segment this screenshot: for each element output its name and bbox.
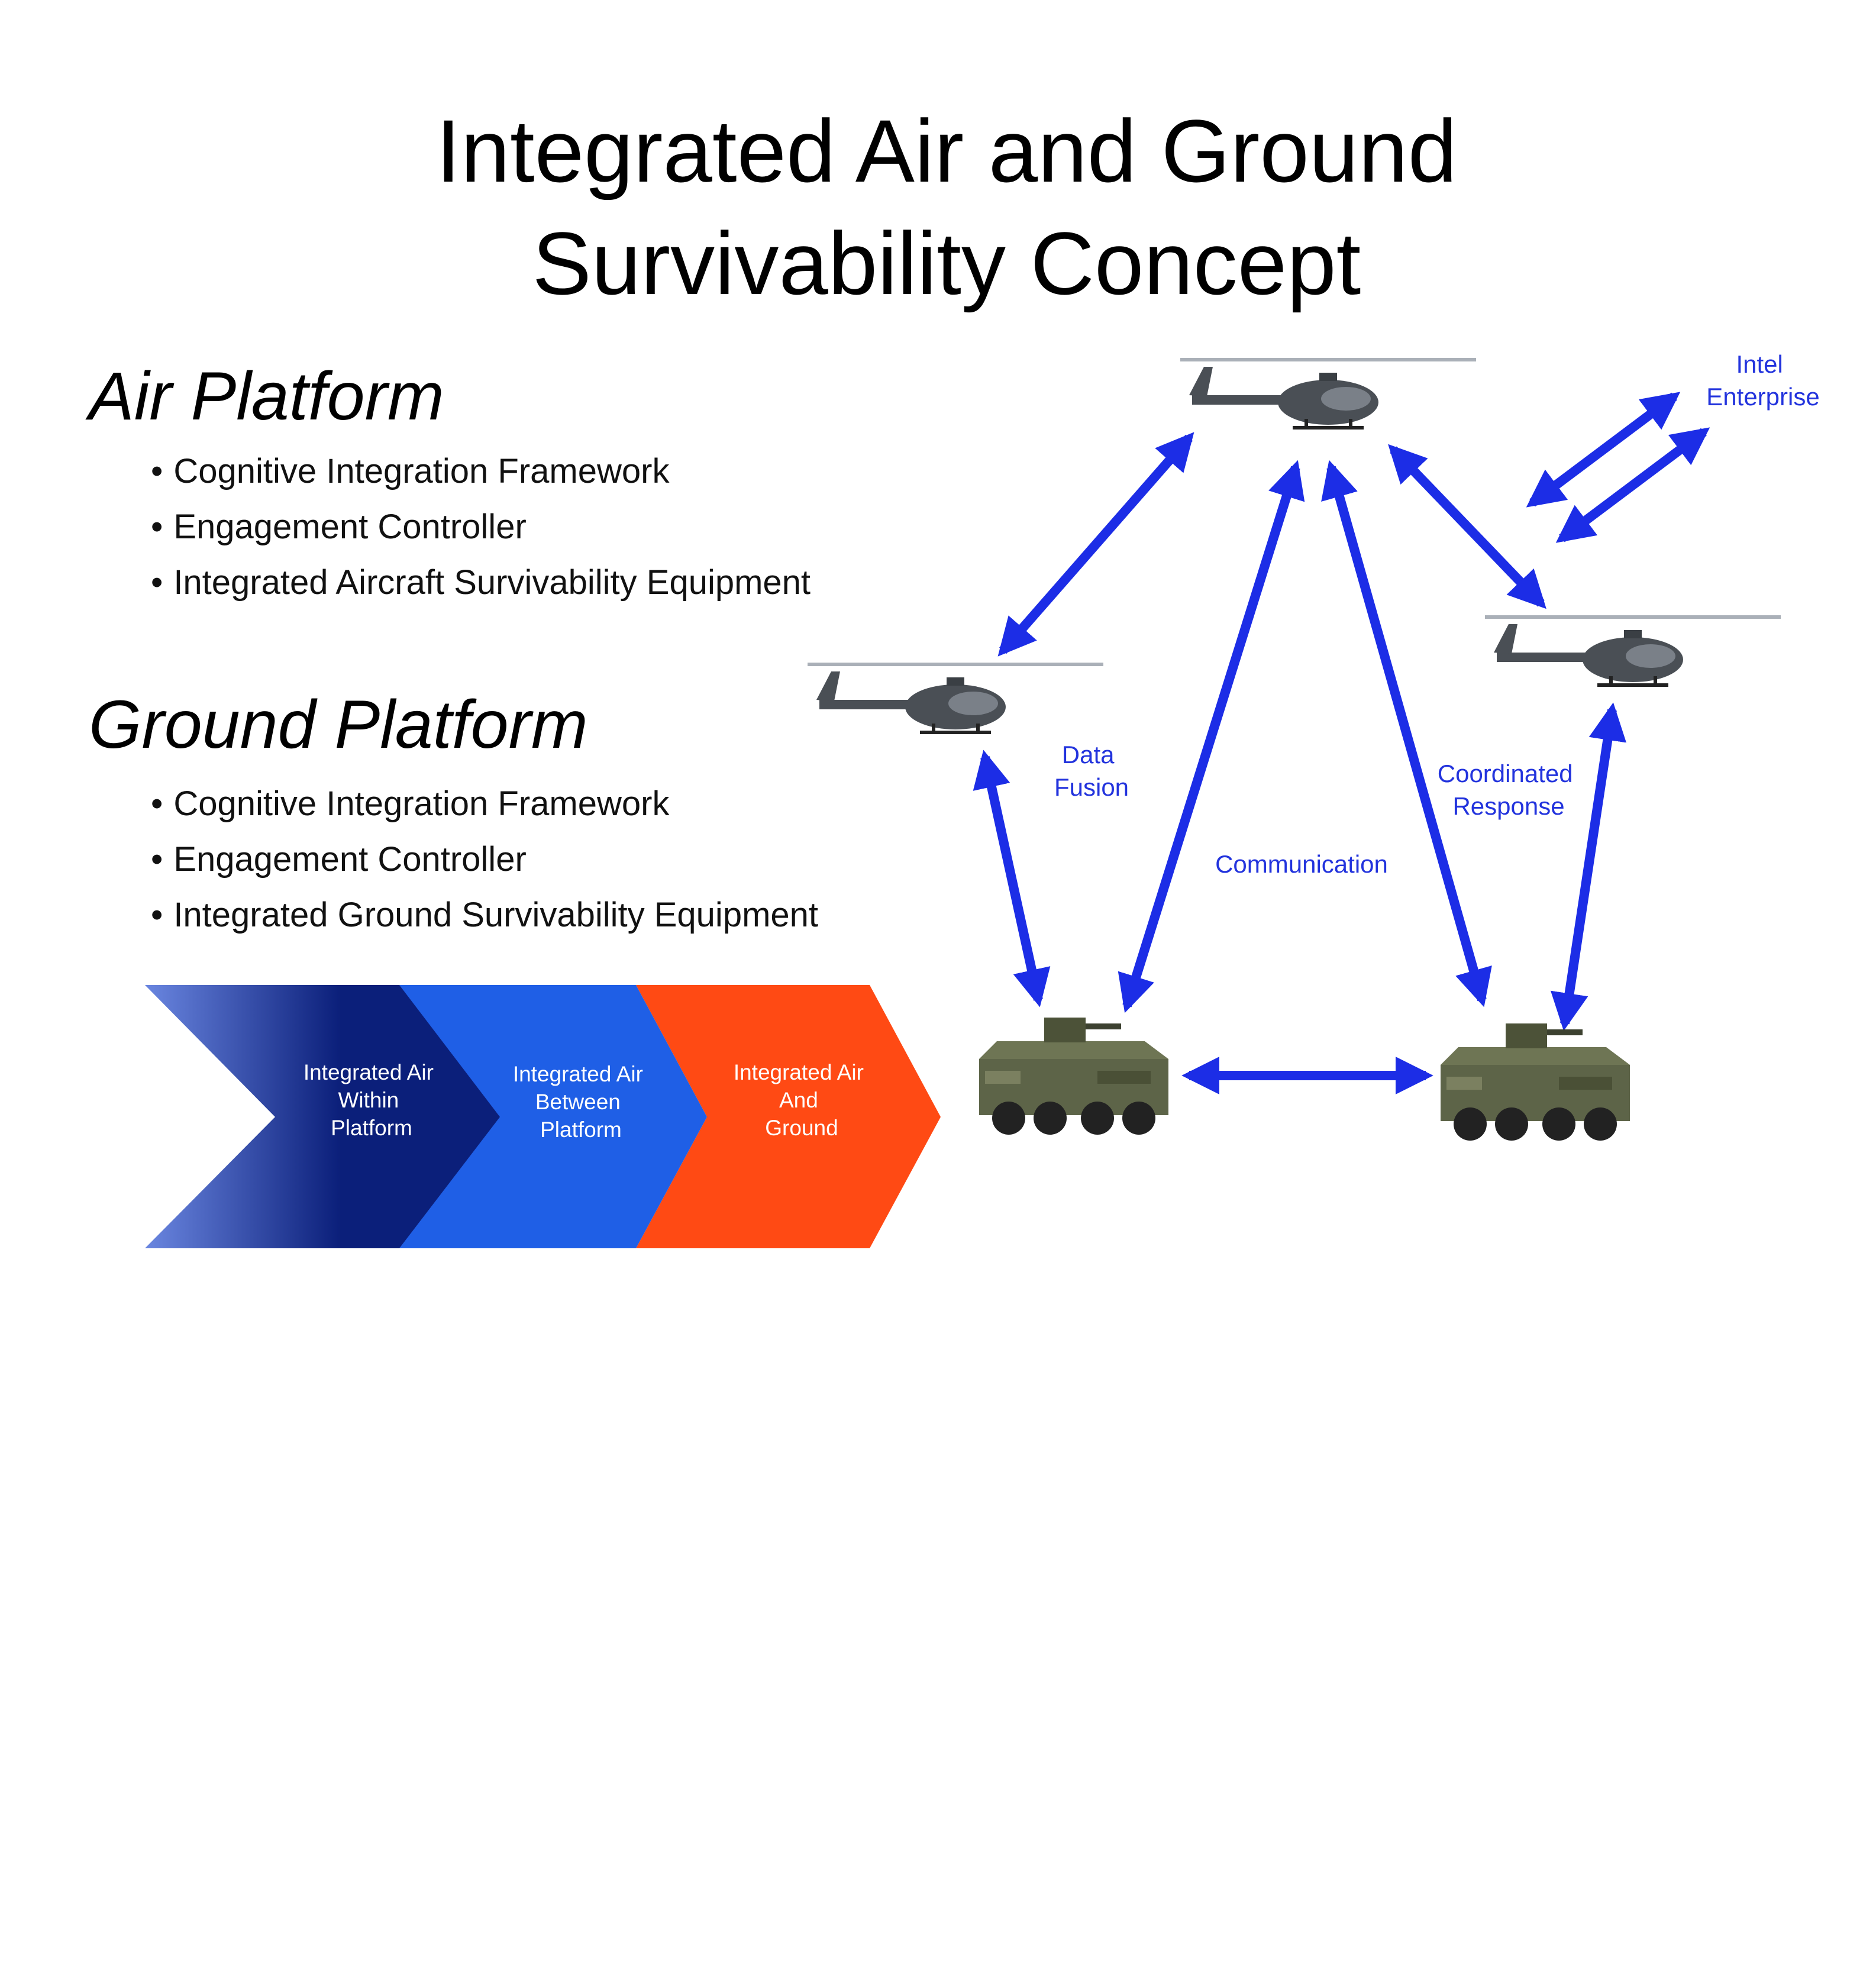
arrow-group [985,396,1704,1076]
double-arrow-icon [1003,438,1189,651]
helicopter-icon [1485,615,1781,687]
coordinated-response-label: Coordinated Response [1438,760,1580,820]
double-arrow-icon [1393,450,1541,603]
armored-vehicle-icon [1441,1023,1630,1141]
double-arrow-icon [1331,467,1482,1000]
double-arrow-icon [1532,396,1674,503]
armored-vehicle-icon [979,1018,1168,1135]
double-arrow-icon [1562,432,1704,538]
helicopter-icon [808,663,1103,734]
intel-enterprise-label: Intel Enterprise [1706,350,1819,411]
helicopter-icon [1180,358,1476,430]
double-arrow-icon [1565,710,1612,1023]
double-arrow-icon [1127,467,1296,1006]
communication-label: Communication [1215,850,1388,878]
data-fusion-label: Data Fusion [1054,741,1129,801]
double-arrow-icon [985,757,1038,1000]
